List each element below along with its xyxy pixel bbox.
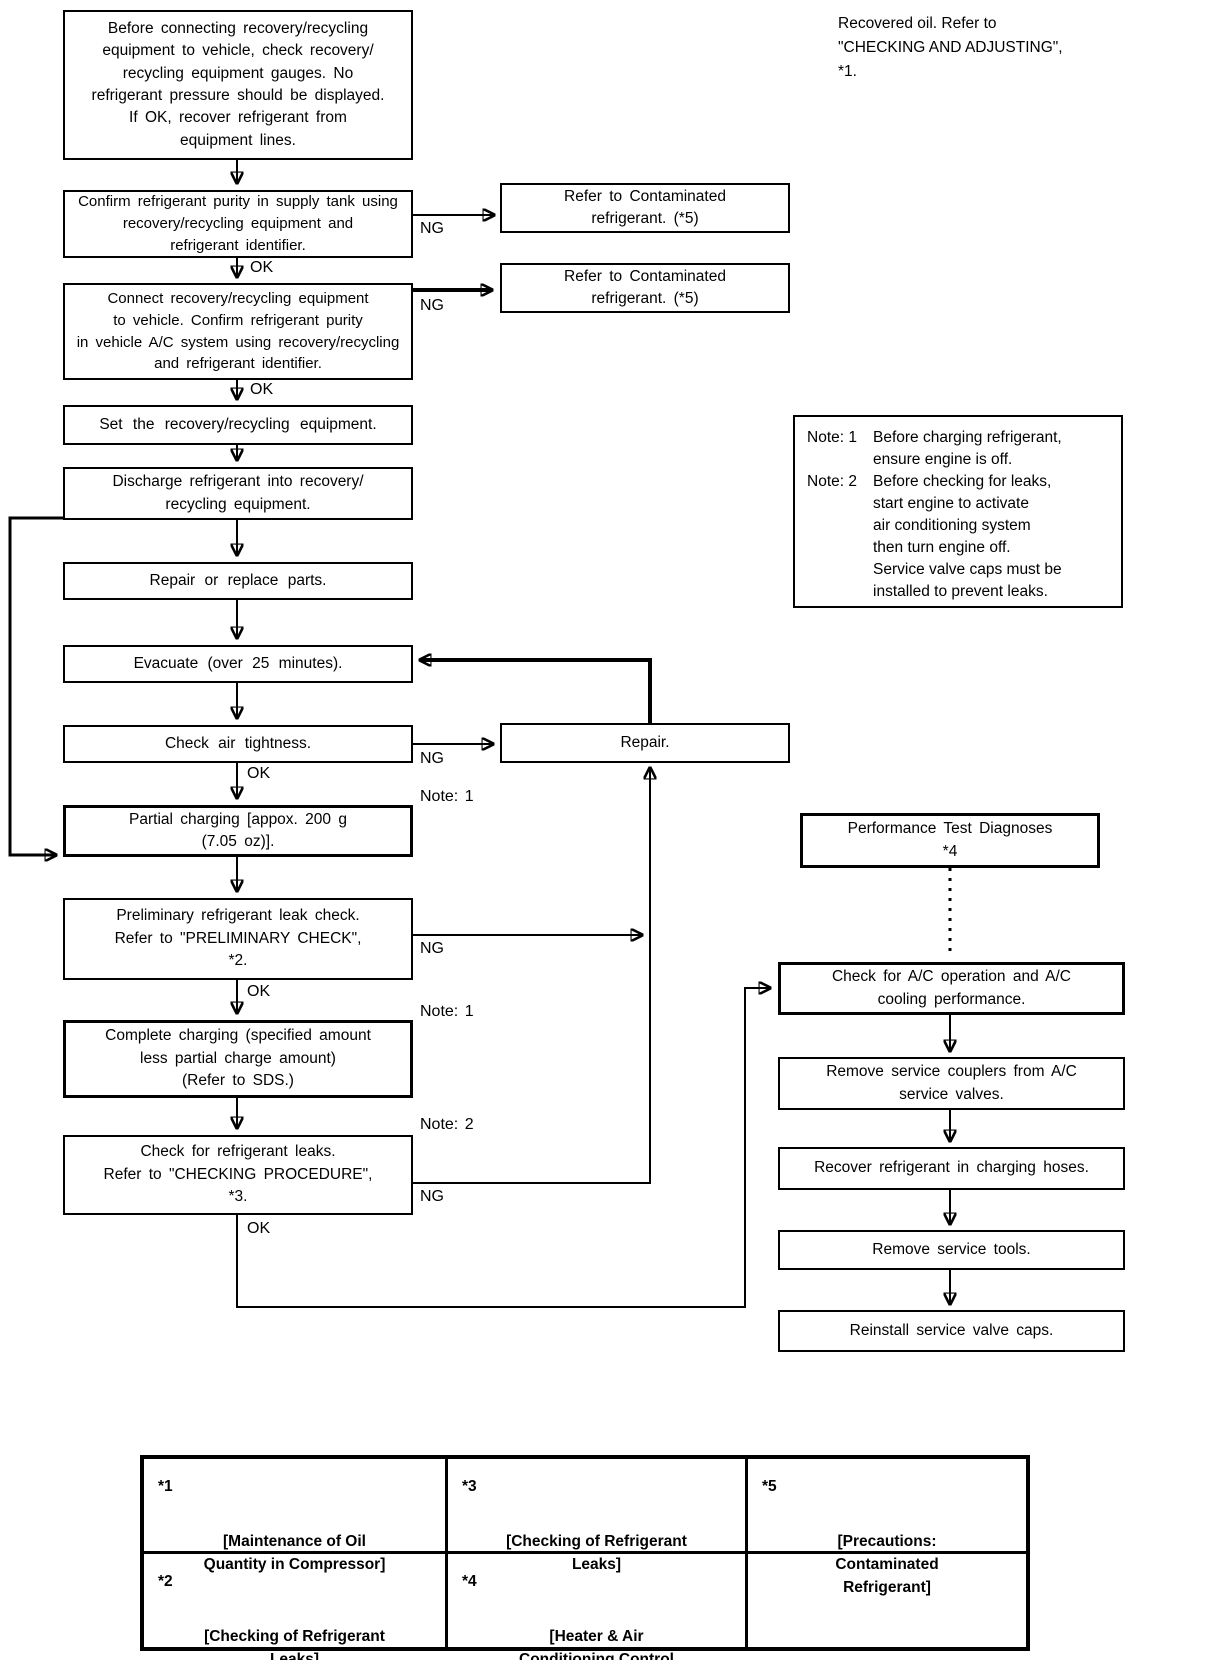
flow-node-leak-check: Check for refrigerant leaks. Refer to "C… (63, 1135, 413, 1215)
flow-node-complete-charging: Complete charging (specified amount less… (63, 1020, 413, 1098)
footnote-text-4: [Heater & Air Conditioning Control Syste… (519, 1627, 674, 1660)
footnote-ref-2: *2 (158, 1573, 173, 1590)
label-ng-4: NG (420, 940, 444, 957)
footnote-ref-3: *3 (462, 1478, 477, 1495)
label-ok-5: OK (247, 1220, 271, 1237)
label-ok-1: OK (250, 259, 274, 276)
footnote-text-2: [Checking of Refrigerant Leaks] (204, 1627, 385, 1660)
flow-node-preliminary-check: Preliminary refrigerant leak check. Refe… (63, 898, 413, 980)
flow-node-contaminated-1: Refer to Contaminated refrigerant. (*5) (500, 183, 790, 233)
note-row-1: Note: 1 Before charging refrigerant, ens… (807, 427, 1113, 471)
flow-node-discharge: Discharge refrigerant into recovery/ rec… (63, 467, 413, 520)
label-ng-2: NG (420, 297, 444, 314)
label-note1-a: Note: 1 (420, 788, 474, 805)
footnote-ref-5: *5 (762, 1478, 777, 1495)
flow-node-remove-tools: Remove service tools. (778, 1230, 1125, 1270)
flow-node-recover-hoses: Recover refrigerant in charging hoses. (778, 1147, 1125, 1190)
label-ok-4: OK (247, 983, 271, 1000)
flow-node-evacuate: Evacuate (over 25 minutes). (63, 645, 413, 683)
flow-node-ac-check: Check for A/C operation and A/C cooling … (778, 962, 1125, 1015)
flow-node-set-equipment: Set the recovery/recycling equipment. (63, 405, 413, 445)
label-ng-1: NG (420, 220, 444, 237)
flow-node-repair-replace: Repair or replace parts. (63, 562, 413, 600)
flow-node-air-tightness: Check air tightness. (63, 725, 413, 763)
label-ok-3: OK (247, 765, 271, 782)
note-1-label: Note: 1 (807, 429, 857, 446)
connector-leakcheck-ok-accheck (236, 988, 770, 1308)
note-2-text: Before checking for leaks, start engine … (873, 473, 1062, 600)
flow-node-repair: Repair. (500, 723, 790, 763)
footnote-cell-2: *2 [Checking of Refrigerant Leaks] (144, 1554, 448, 1660)
note-2-label: Note: 2 (807, 473, 857, 490)
footnote-cell-1: *1 [Maintenance of Oil Quantity in Compr… (144, 1459, 448, 1573)
flow-node-precheck: Before connecting recovery/recycling equ… (63, 10, 413, 160)
flow-node-remove-couplers: Remove service couplers from A/C service… (778, 1057, 1125, 1110)
footnote-cell-empty (748, 1554, 1026, 1649)
label-ng-5: NG (420, 1188, 444, 1205)
connector-discharge-loop-partial (8, 516, 63, 855)
flow-node-connect-vehicle: Connect recovery/recycling equipment to … (63, 283, 413, 380)
label-note2: Note: 2 (420, 1116, 474, 1133)
footnote-ref-4: *4 (462, 1573, 477, 1590)
footnote-text-5: [Precautions: Contaminated Refrigerant] (835, 1532, 939, 1597)
footnote-text-3: [Checking of Refrigerant Leaks] (506, 1532, 687, 1573)
annotation-recovered-oil: Recovered oil. Refer to "CHECKING AND AD… (838, 15, 1063, 81)
label-note1-b: Note: 1 (420, 1003, 474, 1020)
footnote-ref-1: *1 (158, 1478, 173, 1495)
note-row-2: Note: 2 Before checking for leaks, start… (807, 471, 1113, 603)
connector-leakcheck-ng-repair (413, 768, 650, 1184)
flow-node-contaminated-2: Refer to Contaminated refrigerant. (*5) (500, 263, 790, 313)
label-ng-3: NG (420, 750, 444, 767)
footnote-cell-4: *4 [Heater & Air Conditioning Control Sy… (448, 1554, 748, 1660)
flow-node-partial-charging: Partial charging [appox. 200 g (7.05 oz)… (63, 805, 413, 857)
note-1-text: Before charging refrigerant, ensure engi… (873, 429, 1062, 468)
flow-node-performance-test: Performance Test Diagnoses *4 (800, 813, 1100, 868)
footnote-text-1: [Maintenance of Oil Quantity in Compress… (203, 1532, 386, 1573)
footnote-cell-5: *5 [Precautions: Contaminated Refrigeran… (748, 1459, 1026, 1596)
flow-node-confirm-supply: Confirm refrigerant purity in supply tan… (63, 190, 413, 258)
connector-repair-return-evacuate (420, 660, 652, 723)
label-ok-2: OK (250, 381, 274, 398)
footnote-table: *1 [Maintenance of Oil Quantity in Compr… (140, 1455, 1030, 1660)
note-box: Note: 1 Before charging refrigerant, ens… (793, 415, 1123, 608)
flow-node-reinstall-caps: Reinstall service valve caps. (778, 1310, 1125, 1352)
footnote-cell-3: *3 [Checking of Refrigerant Leaks] (448, 1459, 748, 1573)
